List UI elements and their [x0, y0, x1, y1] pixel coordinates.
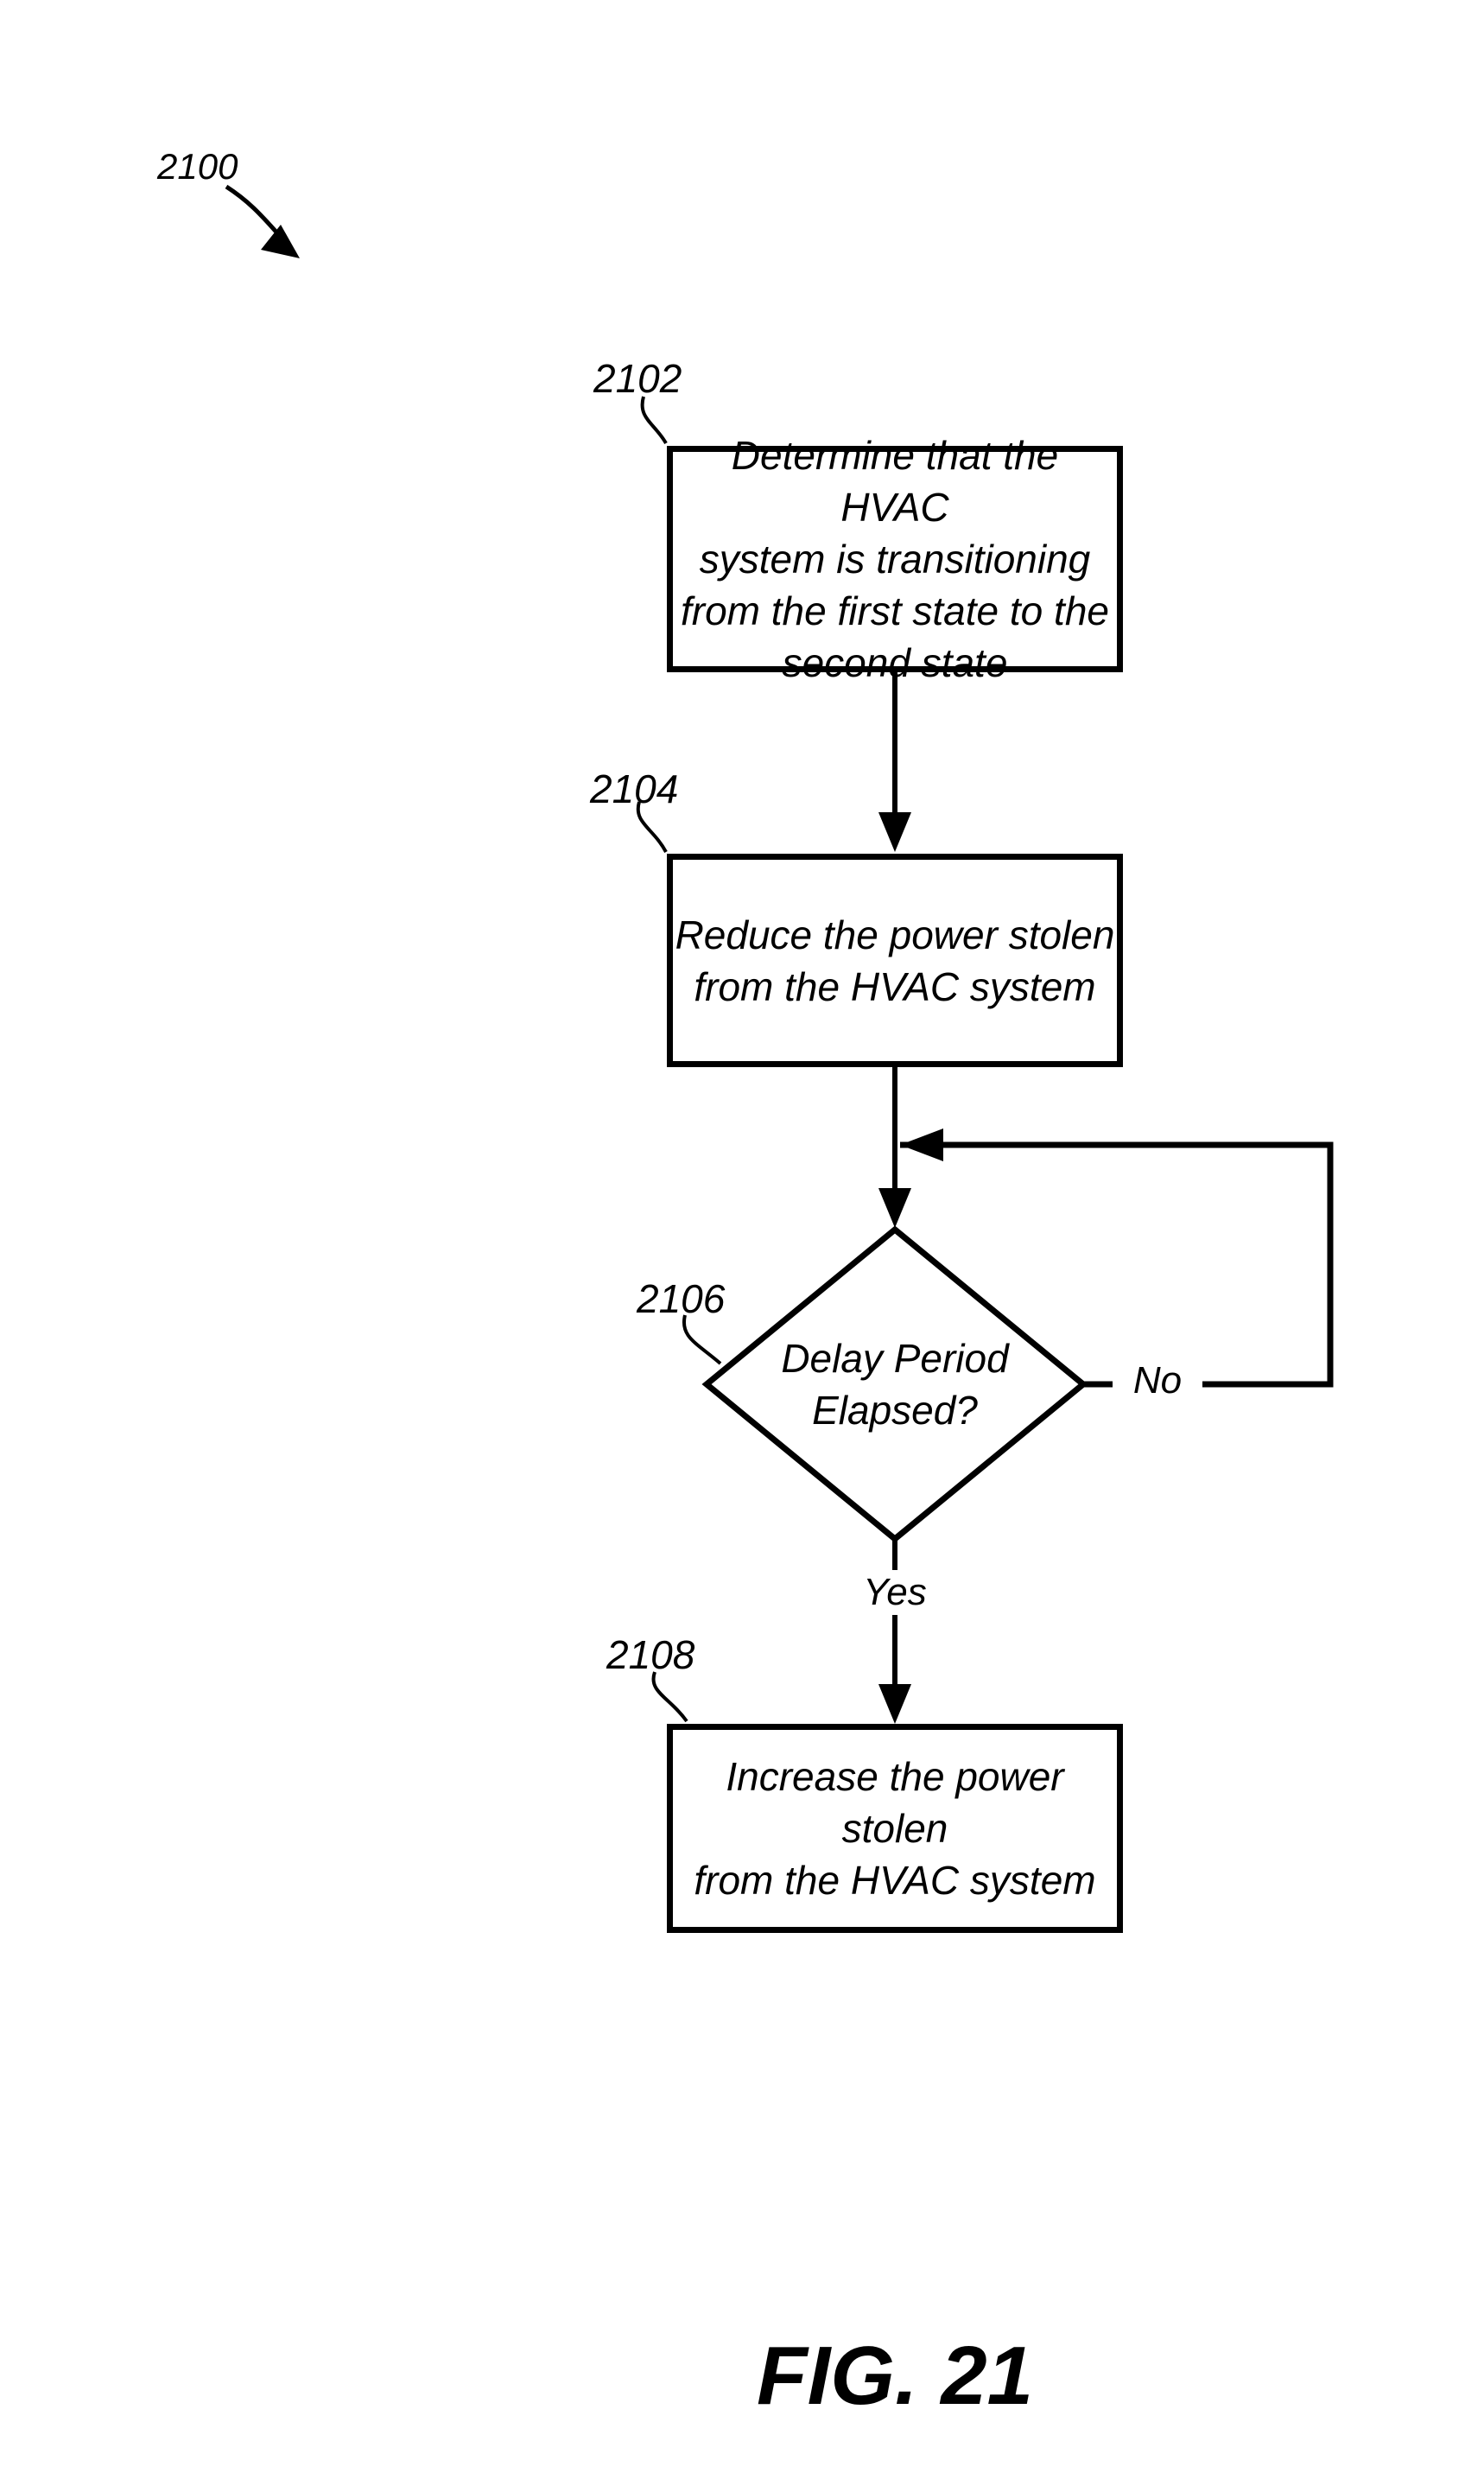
arrowhead-into-step2	[878, 812, 911, 852]
no-loop-line	[900, 1141, 1334, 1388]
ref-label-2102: 2102	[593, 356, 682, 401]
process-box-increase-power: Increase the power stolen from the HVAC …	[667, 1724, 1123, 1933]
figure-caption: FIG. 21	[756, 2330, 1034, 2422]
figure-ref-arrow-curve	[225, 184, 281, 237]
decision-diamond-text: Delay Period Elapsed?	[781, 1336, 1009, 1433]
leader-line-2102	[640, 396, 668, 445]
process-box-reduce-power: Reduce the power stolen from the HVAC sy…	[667, 854, 1123, 1067]
figure-ref-arrowhead	[261, 225, 300, 258]
arrowhead-no-loop	[900, 1128, 943, 1161]
process-box-determine-transition: Determine that the HVAC system is transi…	[667, 433, 1123, 685]
ref-label-2104: 2104	[590, 766, 679, 811]
leader-line-2106	[682, 1314, 722, 1365]
figure-ref-label: 2100	[157, 146, 238, 187]
ref-label-2106: 2106	[637, 1276, 726, 1321]
process-box-determine-transition-text: Determine that the HVAC system is transi…	[681, 433, 1109, 685]
process-box-increase-power-text: Increase the power stolen from the HVAC …	[694, 1754, 1096, 1903]
arrowhead-into-step3	[878, 1684, 911, 1724]
branch-label-yes: Yes	[841, 1570, 948, 1615]
process-box-reduce-power-text: Reduce the power stolen from the HVAC sy…	[675, 912, 1115, 1009]
arrowhead-into-decision	[878, 1188, 911, 1228]
ref-label-2108: 2108	[606, 1632, 695, 1677]
leader-line-2108	[651, 1671, 688, 1723]
branch-label-no: No	[1113, 1358, 1202, 1403]
leader-line-2104	[636, 801, 668, 853]
